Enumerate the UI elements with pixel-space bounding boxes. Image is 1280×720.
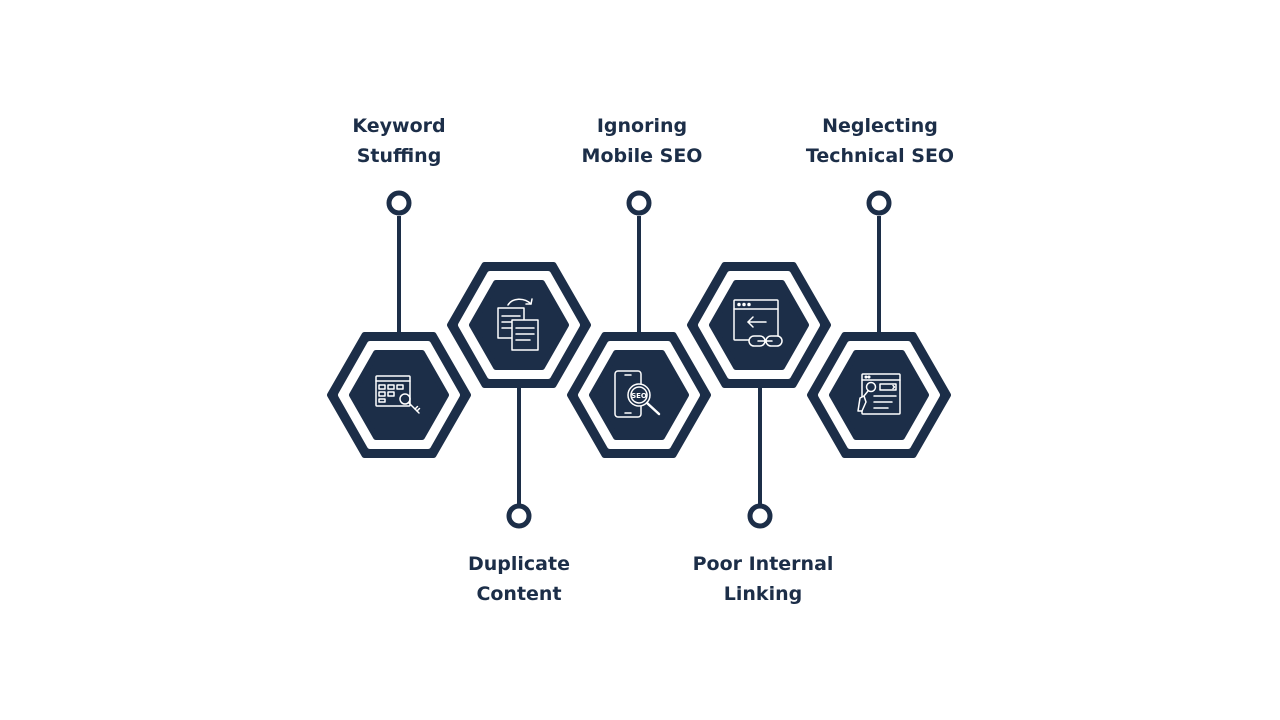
label-line: Ignoring: [596, 115, 688, 137]
label-line: Mobile SEO: [581, 145, 703, 167]
label-line: Stuffing: [356, 145, 442, 167]
connector-node: [506, 503, 532, 529]
item-duplicate-content: [447, 262, 591, 529]
label-line: Technical SEO: [805, 145, 955, 167]
label-line: Keyword: [352, 115, 446, 137]
item-ignoring-mobile-seo: SEO: [567, 190, 711, 458]
connector-node: [386, 190, 412, 216]
hexagon-badge: [807, 332, 951, 458]
label-keyword-stuffing: Keyword Stuffing: [309, 111, 489, 171]
label-line: Linking: [723, 583, 803, 605]
svg-text:SEO: SEO: [631, 392, 647, 400]
label-poor-internal-linking: Poor Internal Linking: [673, 549, 853, 609]
label-line: Neglecting: [822, 115, 938, 137]
item-keyword-stuffing: [327, 190, 471, 458]
label-line: Duplicate: [468, 553, 570, 575]
mobile-seo-magnifier-icon: SEO: [614, 370, 661, 418]
connector-node: [866, 190, 892, 216]
item-poor-internal-linking: [687, 262, 831, 529]
label-line: Poor Internal: [692, 553, 834, 575]
hexagon-badge: [687, 262, 831, 388]
duplicate-documents-icon: [497, 298, 539, 351]
label-line: Content: [476, 583, 562, 605]
keyword-key-icon: [375, 375, 421, 414]
label-ignoring-mobile-seo: Ignoring Mobile SEO: [552, 111, 732, 171]
connector-node: [626, 190, 652, 216]
label-duplicate-content: Duplicate Content: [429, 549, 609, 609]
connector-node: [747, 503, 773, 529]
browser-link-chain-icon: [733, 299, 783, 347]
label-neglecting-technical-seo: Neglecting Technical SEO: [790, 111, 970, 171]
item-neglecting-technical-seo: [807, 190, 951, 458]
technical-seo-browser-icon: [857, 373, 901, 415]
hexagon-badge: [327, 332, 471, 458]
